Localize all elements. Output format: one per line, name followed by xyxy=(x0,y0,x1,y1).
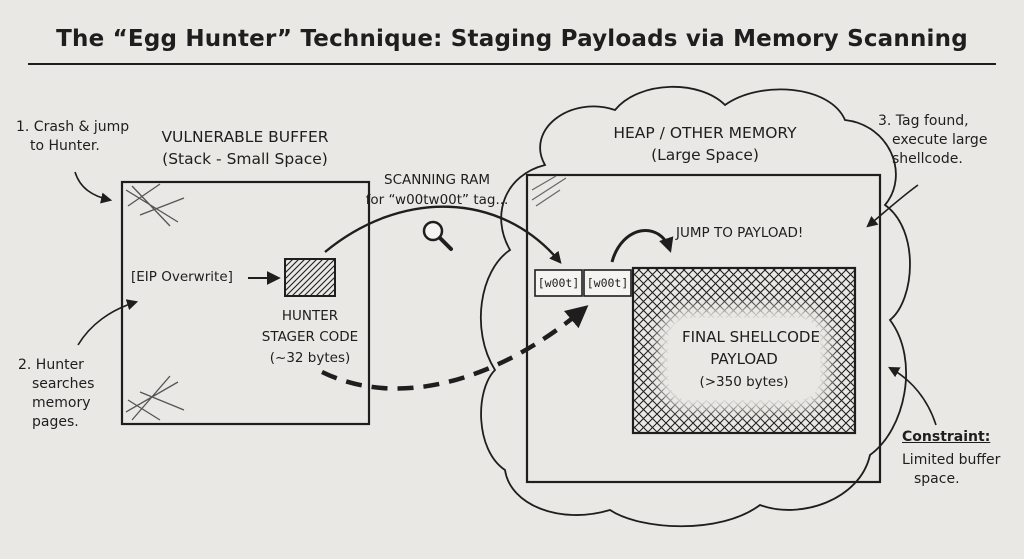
note-step1: 1. Crash & jump to Hunter. xyxy=(16,118,129,156)
constraint-line2: space. xyxy=(914,470,960,487)
scribble-bottom-left xyxy=(125,375,185,421)
note-step2-line3: memory xyxy=(32,394,91,411)
egg-tag-1: [w00t] xyxy=(537,276,580,290)
vulnerable-buffer-subheading: (Stack - Small Space) xyxy=(162,150,328,168)
note-step1-line1: 1. Crash & jump xyxy=(16,119,130,135)
note-step2: 2. Hunter searches memory pages. xyxy=(18,356,94,432)
note-step3-line3: shellcode. xyxy=(892,150,963,167)
scan-arrow xyxy=(324,205,562,264)
hunter-label-1: HUNTER xyxy=(281,308,339,324)
jump-to-payload-label: JUMP TO PAYLOAD! xyxy=(676,225,804,241)
hunter-label-3: (~32 bytes) xyxy=(269,350,351,366)
heap-memory-box xyxy=(525,173,882,484)
jump-arrow xyxy=(610,229,674,263)
constraint-title: Constraint: xyxy=(902,429,991,445)
note-step2-line2: searches xyxy=(32,375,95,392)
constraint-note: Constraint: Limited buffer space. xyxy=(902,428,1000,489)
scribble-top-left xyxy=(125,183,185,227)
heap-cloud xyxy=(479,85,911,528)
note-step2-line1: 2. Hunter xyxy=(18,357,84,373)
magnifier-icon xyxy=(422,220,453,251)
note3-arrow xyxy=(866,184,919,228)
heap-subheading: (Large Space) xyxy=(651,146,759,164)
page-title: The “Egg Hunter” Technique: Staging Payl… xyxy=(56,26,968,52)
note1-arrow xyxy=(74,171,113,204)
note-step1-line2: to Hunter. xyxy=(30,137,100,154)
note-step3-line2: execute large xyxy=(892,131,988,148)
payload-label-3: (>350 bytes) xyxy=(699,374,789,390)
payload-label-2: PAYLOAD xyxy=(710,350,778,368)
payload-label-1: FINAL SHELLCODE xyxy=(682,328,820,346)
tag-box-2 xyxy=(583,269,632,297)
scribble-heap-corner xyxy=(531,175,567,207)
note-step3: 3. Tag found, execute large shellcode. xyxy=(878,112,987,169)
scan-label-2: for “w00tw00t” tag... xyxy=(365,192,509,208)
eip-overwrite-label: [EIP Overwrite] xyxy=(131,269,233,285)
hunter-stager-block xyxy=(284,258,336,297)
note2-arrow xyxy=(77,299,139,346)
hunter-search-arrow xyxy=(321,305,589,391)
note-step3-line1: 3. Tag found, xyxy=(878,113,969,129)
payload-label: FINAL SHELLCODE PAYLOAD (>350 bytes) xyxy=(668,318,820,401)
constraint-line1: Limited buffer xyxy=(902,451,1001,468)
note-step2-line4: pages. xyxy=(32,413,79,430)
egg-tag-2: [w00t] xyxy=(586,276,629,290)
scan-label-1: SCANNING RAM xyxy=(384,172,490,188)
constraint-arrow xyxy=(888,366,937,426)
heap-heading: HEAP / OTHER MEMORY xyxy=(613,124,797,142)
tag-box-1 xyxy=(534,269,583,297)
hunter-label-2: STAGER CODE xyxy=(261,329,359,345)
vulnerable-buffer-heading: VULNERABLE BUFFER xyxy=(161,128,329,146)
vulnerable-buffer-box xyxy=(120,180,371,426)
